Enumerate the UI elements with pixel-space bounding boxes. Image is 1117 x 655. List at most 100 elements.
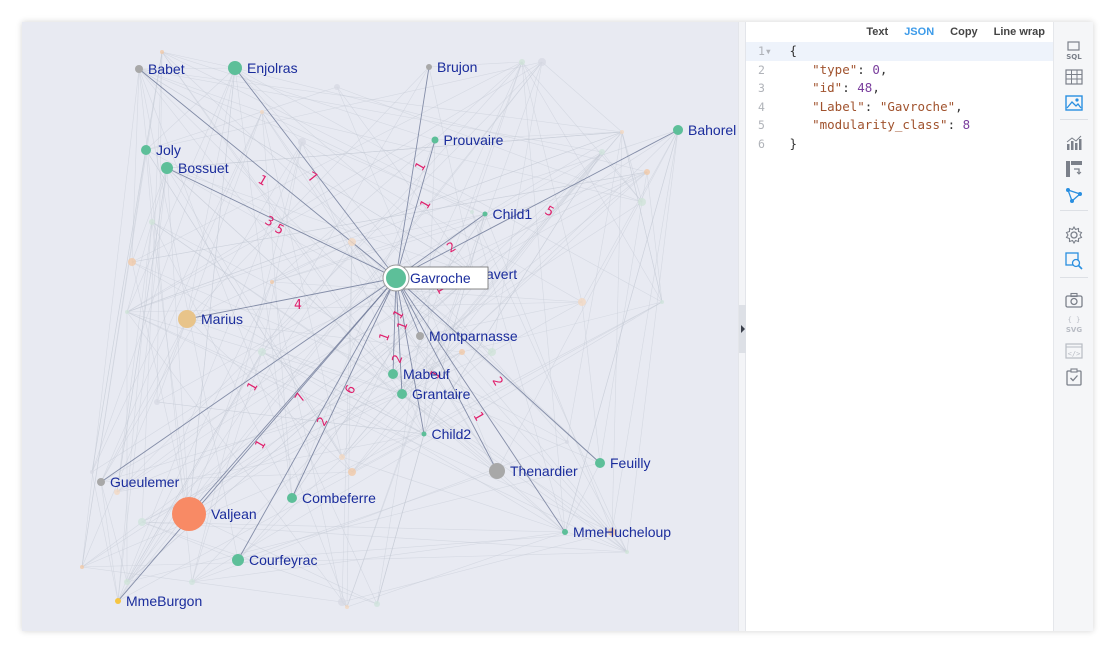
node-circle[interactable] xyxy=(232,554,244,566)
panel-splitter[interactable] xyxy=(738,22,746,631)
graph-node[interactable]: Feuilly xyxy=(595,455,650,471)
minor-node[interactable] xyxy=(638,198,646,206)
pivot-icon[interactable] xyxy=(1062,158,1086,180)
selected-node[interactable]: Gavroche xyxy=(382,264,489,292)
node-circle[interactable] xyxy=(489,463,505,479)
minor-node[interactable] xyxy=(488,348,496,356)
node-circle[interactable] xyxy=(228,61,242,75)
svg-export-icon[interactable]: { }SVG xyxy=(1062,314,1086,336)
minor-node[interactable] xyxy=(138,518,146,526)
node-circle[interactable] xyxy=(178,310,196,328)
minor-node[interactable] xyxy=(620,130,624,134)
minor-node[interactable] xyxy=(470,210,474,214)
node-circle[interactable] xyxy=(135,65,143,73)
minor-node[interactable] xyxy=(189,579,195,585)
graph-node[interactable]: Prouvaire xyxy=(431,132,504,148)
graph-node[interactable]: Babet xyxy=(135,61,185,77)
graph-node[interactable]: Montparnasse xyxy=(416,328,518,344)
node-circle[interactable] xyxy=(673,125,683,135)
minor-node[interactable] xyxy=(124,579,130,585)
graph-node[interactable]: Joly xyxy=(141,142,181,158)
node-circle[interactable] xyxy=(141,145,151,155)
minor-node[interactable] xyxy=(334,84,340,90)
json-tab-json[interactable]: JSON xyxy=(904,26,935,38)
graph-node[interactable]: MmeHucheloup xyxy=(562,524,671,540)
graph-node[interactable]: Courfeyrac xyxy=(232,552,317,568)
node-circle[interactable] xyxy=(172,497,206,531)
json-tab-line-wrap[interactable]: Line wrap xyxy=(993,26,1045,38)
minor-node[interactable] xyxy=(538,58,546,66)
graph-node[interactable]: Valjean xyxy=(172,497,257,531)
node-circle[interactable] xyxy=(426,64,432,70)
settings-icon[interactable] xyxy=(1062,224,1086,246)
graph-node[interactable]: Enjolras xyxy=(228,60,298,76)
node-circle[interactable] xyxy=(397,389,407,399)
node-circle[interactable] xyxy=(388,369,398,379)
minor-node[interactable] xyxy=(608,528,616,536)
clipboard-icon[interactable] xyxy=(1062,366,1086,388)
node-circle[interactable] xyxy=(431,136,439,144)
node-circle[interactable] xyxy=(482,211,488,217)
camera-icon[interactable] xyxy=(1062,289,1086,311)
node-circle[interactable] xyxy=(97,478,105,486)
graph-node[interactable]: Grantaire xyxy=(397,386,471,402)
minor-node[interactable] xyxy=(128,258,136,266)
minor-node[interactable] xyxy=(348,468,356,476)
node-circle[interactable] xyxy=(416,332,424,340)
graph-icon[interactable] xyxy=(1062,184,1086,206)
minor-node[interactable] xyxy=(258,348,266,356)
minor-node[interactable] xyxy=(80,565,84,569)
json-tab-text[interactable]: Text xyxy=(866,26,889,38)
collapse-handle[interactable] xyxy=(739,305,746,353)
json-code-view[interactable]: 1▾ {2 "type": 0,3 "id": 48,4 "Label": "G… xyxy=(746,42,1053,154)
graph-node[interactable]: Javert xyxy=(479,266,517,282)
graph-node[interactable]: Child2 xyxy=(421,426,472,442)
minor-node[interactable] xyxy=(345,605,349,609)
graph-node[interactable]: Bahorel xyxy=(673,122,736,138)
graph-node[interactable]: Brujon xyxy=(426,59,477,75)
graph-node[interactable]: MmeBurgon xyxy=(115,593,202,609)
node-circle[interactable] xyxy=(562,529,568,535)
minor-node[interactable] xyxy=(125,310,129,314)
minor-node[interactable] xyxy=(149,219,155,225)
minor-node[interactable] xyxy=(565,440,569,444)
table-icon[interactable] xyxy=(1062,66,1086,88)
minor-node[interactable] xyxy=(578,298,586,306)
json-tab-copy[interactable]: Copy xyxy=(950,26,978,38)
minor-node[interactable] xyxy=(374,601,380,607)
minor-node[interactable] xyxy=(260,110,264,114)
graph-node[interactable]: Thenardier xyxy=(489,463,578,479)
minor-node[interactable] xyxy=(339,454,345,460)
graph-node[interactable]: Combeferre xyxy=(287,490,376,506)
graph-node[interactable]: Child1 xyxy=(482,206,533,222)
minor-node[interactable] xyxy=(270,280,274,284)
node-circle[interactable] xyxy=(421,431,427,437)
minor-node[interactable] xyxy=(625,550,629,554)
minor-node[interactable] xyxy=(644,169,650,175)
node-circle[interactable] xyxy=(386,268,406,288)
minor-node[interactable] xyxy=(154,399,160,405)
minor-node[interactable] xyxy=(160,50,164,54)
minor-node[interactable] xyxy=(338,598,346,606)
node-circle[interactable] xyxy=(161,162,173,174)
sql-icon[interactable]: SQL xyxy=(1062,40,1086,62)
minor-node[interactable] xyxy=(348,238,356,246)
minor-node[interactable] xyxy=(599,149,605,155)
image-icon[interactable] xyxy=(1062,92,1086,114)
minor-node[interactable] xyxy=(114,489,120,495)
node-circle[interactable] xyxy=(287,493,297,503)
graph-node[interactable]: Mabeuf xyxy=(388,366,450,382)
graph-node[interactable]: Gueulemer xyxy=(97,474,180,490)
minor-node[interactable] xyxy=(519,59,525,65)
inspect-icon[interactable] xyxy=(1062,250,1086,272)
minor-node[interactable] xyxy=(90,470,94,474)
node-circle[interactable] xyxy=(115,598,121,604)
embed-code-icon[interactable]: </> xyxy=(1062,340,1086,362)
chart-icon[interactable] xyxy=(1062,132,1086,154)
node-circle[interactable] xyxy=(595,458,605,468)
minor-node[interactable] xyxy=(459,349,465,355)
minor-node[interactable] xyxy=(298,138,306,146)
graph-node[interactable]: Bossuet xyxy=(161,160,229,176)
